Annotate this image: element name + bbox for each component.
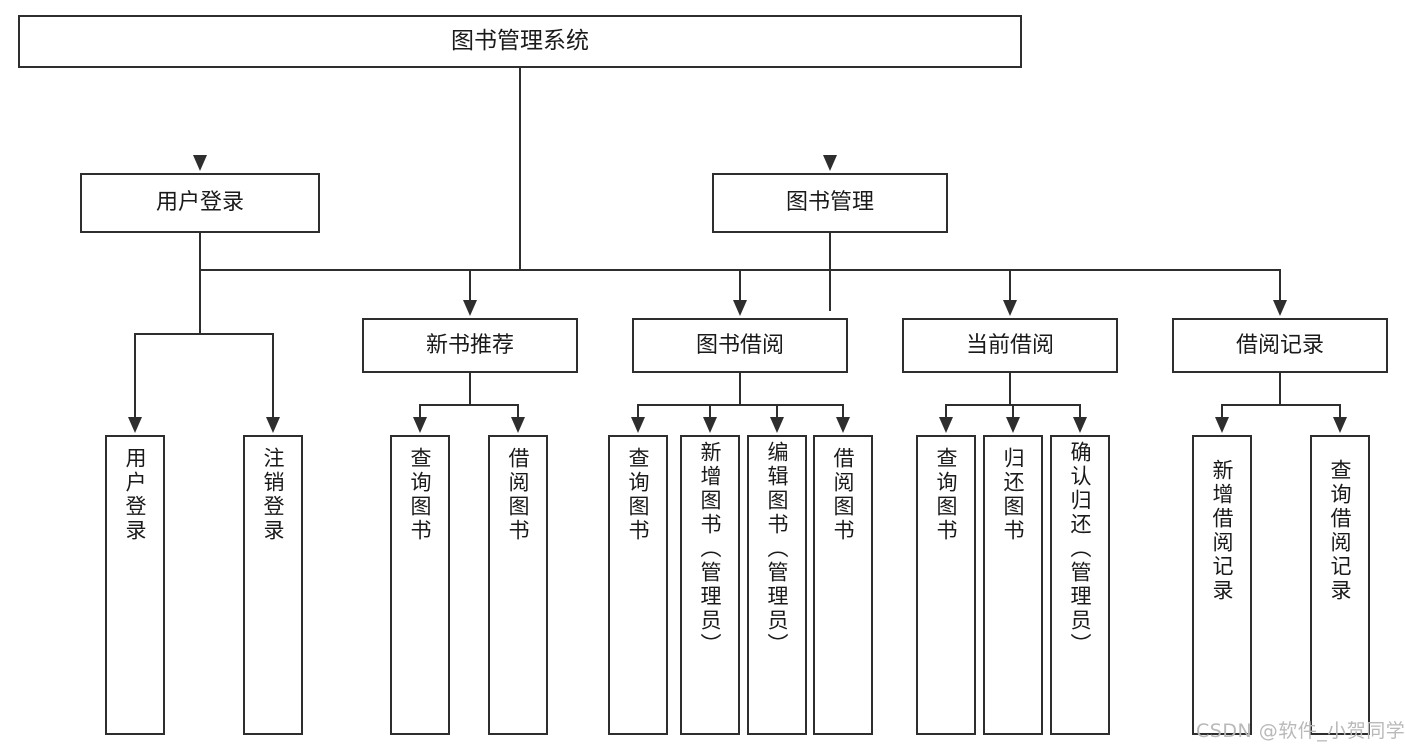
arrow-new-books-c2 bbox=[511, 417, 525, 433]
node-leaf-logout[interactable]: 注销登录 bbox=[243, 435, 303, 735]
edge-user-login-right bbox=[272, 333, 274, 419]
edge-root-to-book-mgmt bbox=[829, 269, 831, 311]
leaf-label: 查询图书 bbox=[408, 447, 433, 543]
arrow-current-c1 bbox=[939, 417, 953, 433]
node-book-borrow[interactable]: 图书借阅 bbox=[632, 318, 848, 373]
arrow-current-c3 bbox=[1073, 417, 1087, 433]
edge-user-login-stem bbox=[199, 233, 201, 334]
node-leaf-borrow-book[interactable]: 借阅图书 bbox=[813, 435, 873, 735]
edge-borrow-bus bbox=[637, 404, 843, 406]
arrow-book-mgmt-to-current bbox=[1003, 300, 1017, 316]
leaf-label: 借阅图书 bbox=[831, 447, 856, 543]
edge-borrow-c4 bbox=[842, 404, 844, 420]
leaf-label: 注销登录 bbox=[261, 447, 286, 543]
leaf-label: 用户登录 bbox=[123, 447, 148, 543]
edge-user-login-bus bbox=[134, 333, 273, 335]
node-leaf-user-login[interactable]: 用户登录 bbox=[105, 435, 165, 735]
node-leaf-query-book-new[interactable]: 查询图书 bbox=[390, 435, 450, 735]
arrow-user-login-left bbox=[128, 417, 142, 433]
node-leaf-add-book-admin[interactable]: 新增图书（管理员） bbox=[680, 435, 740, 735]
leaf-label: 编辑图书（管理员） bbox=[765, 441, 790, 657]
node-leaf-add-borrow-record[interactable]: 新增借阅记录 bbox=[1192, 435, 1252, 735]
arrow-book-mgmt-to-borrow bbox=[733, 300, 747, 316]
watermark-text: CSDN @软件_小贺同学 bbox=[1196, 720, 1405, 742]
node-borrow-records[interactable]: 借阅记录 bbox=[1172, 318, 1388, 373]
node-root-system[interactable]: 图书管理系统 bbox=[18, 15, 1022, 68]
edge-borrow-c2 bbox=[709, 404, 711, 420]
arrow-new-books-c1 bbox=[413, 417, 427, 433]
arrow-borrow-c2 bbox=[703, 417, 717, 433]
arrow-current-c2 bbox=[1006, 417, 1020, 433]
edge-records-c2 bbox=[1339, 404, 1341, 420]
edge-current-c2 bbox=[1012, 404, 1014, 420]
leaf-label: 新增图书（管理员） bbox=[698, 441, 723, 657]
arrow-borrow-c3 bbox=[770, 417, 784, 433]
edge-borrow-stem bbox=[739, 373, 741, 405]
leaf-label: 归还图书 bbox=[1001, 447, 1026, 543]
node-leaf-edit-book-admin[interactable]: 编辑图书（管理员） bbox=[747, 435, 807, 735]
edge-book-mgmt-to-new-books bbox=[469, 269, 471, 301]
edge-new-books-bus bbox=[419, 404, 519, 406]
edge-records-stem bbox=[1279, 373, 1281, 405]
node-leaf-query-borrow-record[interactable]: 查询借阅记录 bbox=[1310, 435, 1370, 735]
arrow-borrow-c4 bbox=[836, 417, 850, 433]
node-user-login[interactable]: 用户登录 bbox=[80, 173, 320, 233]
arrow-book-mgmt-to-records bbox=[1273, 300, 1287, 316]
edge-book-mgmt-to-records bbox=[1279, 269, 1281, 301]
node-current-borrow[interactable]: 当前借阅 bbox=[902, 318, 1118, 373]
leaf-label: 查询图书 bbox=[626, 447, 651, 543]
edge-book-mgmt-stem bbox=[829, 233, 831, 271]
arrow-borrow-c1 bbox=[631, 417, 645, 433]
node-new-book-recommend[interactable]: 新书推荐 bbox=[362, 318, 578, 373]
edge-borrow-c3 bbox=[776, 404, 778, 420]
node-leaf-confirm-return-admin[interactable]: 确认归还（管理员） bbox=[1050, 435, 1110, 735]
edge-new-books-c2 bbox=[517, 404, 519, 420]
edge-new-books-c1 bbox=[419, 404, 421, 420]
leaf-label: 借阅图书 bbox=[506, 447, 531, 543]
node-book-management[interactable]: 图书管理 bbox=[712, 173, 948, 233]
edge-records-c1 bbox=[1221, 404, 1223, 420]
node-leaf-query-book-borrow[interactable]: 查询图书 bbox=[608, 435, 668, 735]
arrow-records-c1 bbox=[1215, 417, 1229, 433]
leaf-label: 查询图书 bbox=[934, 447, 959, 543]
edge-current-c3 bbox=[1079, 404, 1081, 420]
arrow-records-c2 bbox=[1333, 417, 1347, 433]
arrow-user-login-right bbox=[266, 417, 280, 433]
edge-root-stem bbox=[519, 68, 521, 270]
node-leaf-return-book[interactable]: 归还图书 bbox=[983, 435, 1043, 735]
edge-current-c1 bbox=[945, 404, 947, 420]
edge-book-mgmt-to-current bbox=[1009, 269, 1011, 301]
edge-borrow-c1 bbox=[637, 404, 639, 420]
leaf-label: 确认归还（管理员） bbox=[1068, 441, 1093, 657]
edge-book-mgmt-bus bbox=[469, 269, 1281, 271]
edge-new-books-stem bbox=[469, 373, 471, 405]
arrow-root-to-user-login bbox=[193, 155, 207, 171]
edge-book-mgmt-to-borrow bbox=[739, 269, 741, 301]
node-leaf-query-book-current[interactable]: 查询图书 bbox=[916, 435, 976, 735]
leaf-label: 查询借阅记录 bbox=[1328, 459, 1353, 603]
node-leaf-borrow-book-new[interactable]: 借阅图书 bbox=[488, 435, 548, 735]
leaf-label: 新增借阅记录 bbox=[1210, 459, 1235, 603]
edge-records-bus bbox=[1221, 404, 1340, 406]
arrow-book-mgmt-to-new-books bbox=[463, 300, 477, 316]
arrow-root-to-book-mgmt bbox=[823, 155, 837, 171]
edge-user-login-left bbox=[134, 333, 136, 419]
edge-current-stem bbox=[1009, 373, 1011, 405]
